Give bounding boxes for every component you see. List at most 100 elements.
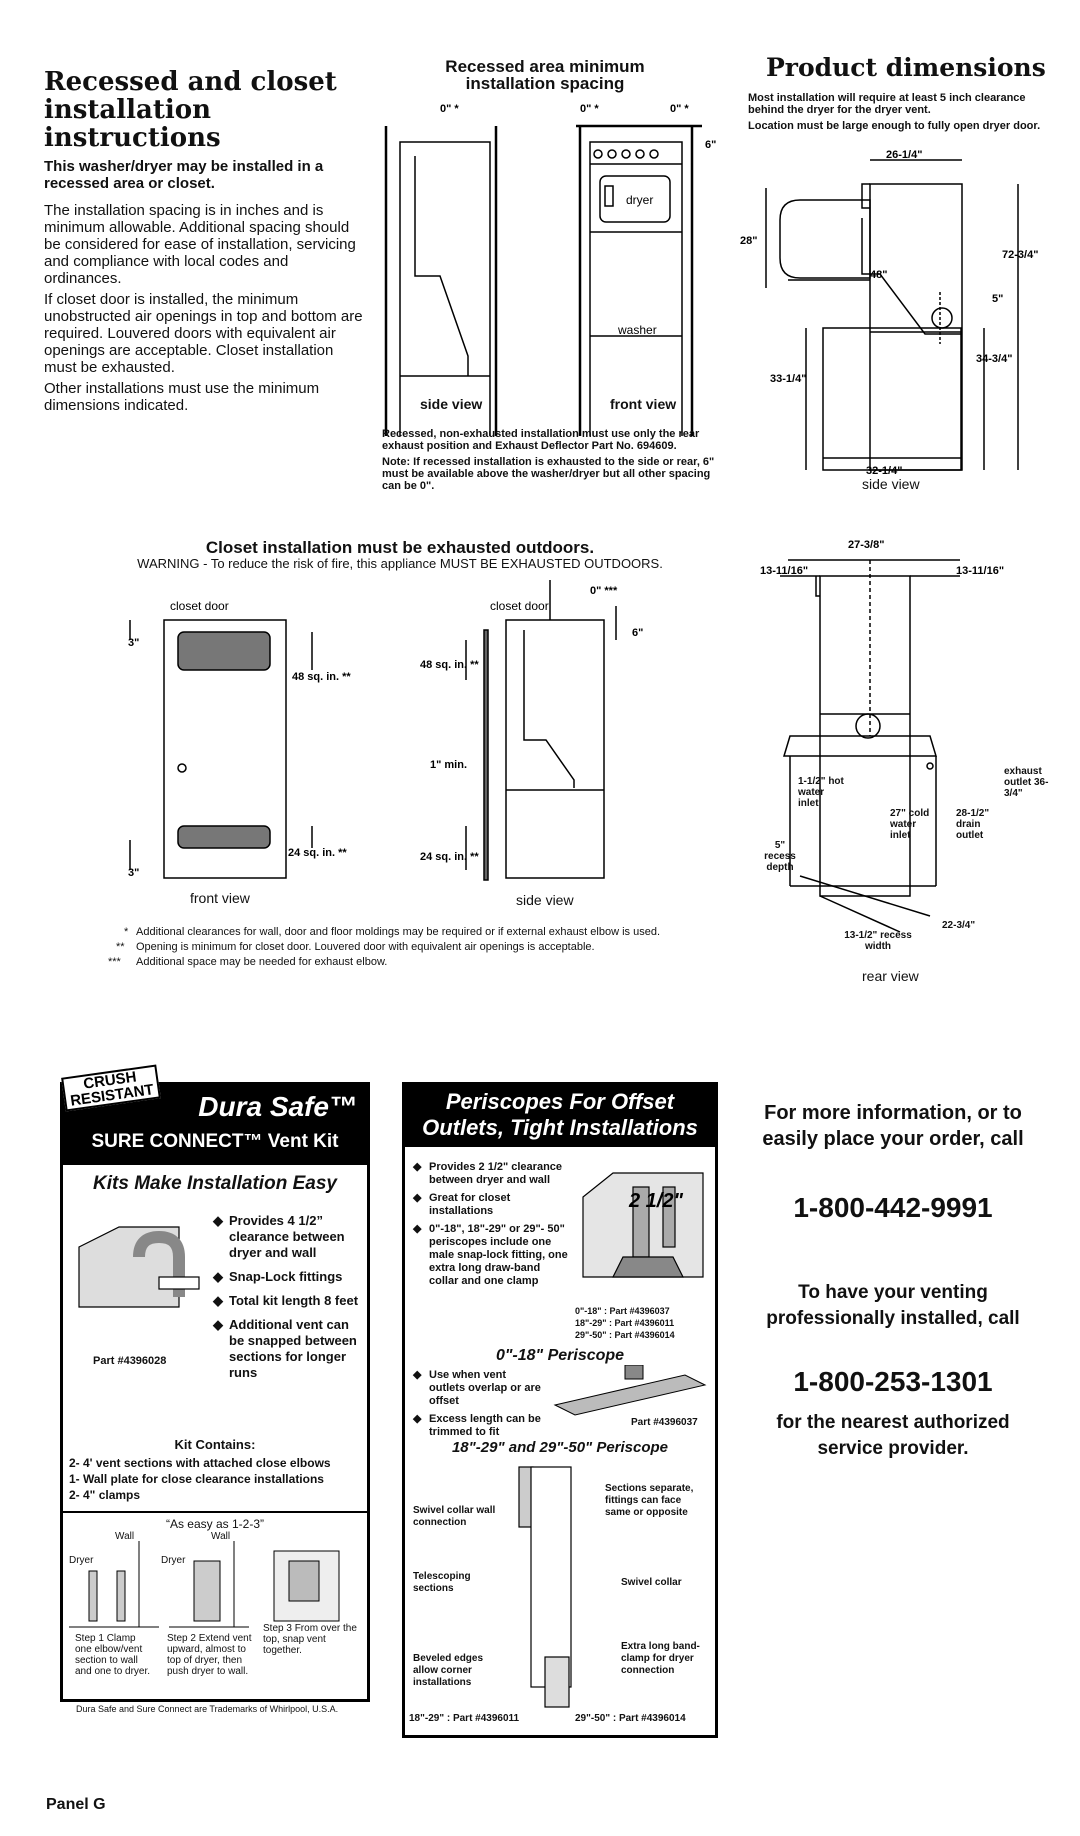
trademark-note: Dura Safe and Sure Connect are Trademark… [76, 1704, 339, 1714]
closet-dim-3-bottom: 3" [128, 867, 139, 879]
washer-label: washer [617, 323, 657, 337]
recessed-dim-0a: 0" * [440, 103, 459, 115]
recessed-diagram-title-1: Recessed area minimum [445, 57, 645, 76]
kit-item-1: 2- 4' vent sections with attached close … [69, 1456, 331, 1470]
rear-exhaust: exhaust outlet 36-3/4" [1004, 766, 1049, 799]
recessed-dim-0b: 0" * [580, 103, 599, 115]
closet-side-view-label: side view [516, 892, 574, 908]
peri-part-1: 0"-18" : Part #4396037 [575, 1306, 670, 1316]
closet-door-label-b: closet door [490, 599, 549, 613]
fn2-mark: ** [116, 941, 125, 953]
peri2-bullet-1: Use when vent outlets overlap or are off… [413, 1369, 543, 1408]
fn3-mark: *** [108, 956, 121, 968]
step-1: Step 1 Clamp one elbow/vent section to w… [75, 1633, 151, 1677]
dura-bullet-3: Total kit length 8 feet [213, 1293, 365, 1309]
rear-dim-13-left: 13-11/16" [760, 565, 808, 577]
rear-recess-depth: 5" recess depth [764, 840, 796, 873]
recessed-diagram-title: Recessed area minimum installation spaci… [420, 58, 670, 92]
closet-warning: WARNING - To reduce the risk of fire, th… [137, 556, 663, 571]
recessed-side-view-label: side view [420, 396, 483, 412]
dura-bullet-2: Snap-Lock fittings [213, 1269, 365, 1285]
contact-info: For more information, or to easily place… [762, 1102, 1024, 1150]
recessed-note2: Note: If recessed installation is exhaus… [382, 456, 715, 492]
contact-phone-1[interactable]: 1-800-442-9991 [793, 1192, 993, 1223]
callout-sections: Sections separate, fittings can face sam… [605, 1483, 694, 1518]
peri-bullet-2: Great for closet installations [413, 1192, 568, 1218]
step-dryer-2: Dryer [161, 1555, 186, 1566]
peri-bullet-1: Provides 2 1/2" clearance between dryer … [413, 1161, 568, 1187]
rear-recess-width: 13-1/2" recess width [844, 930, 912, 952]
periscope-sub1: 0"-18" Periscope [495, 1347, 625, 1364]
side-view-body [399, 141, 491, 436]
recessed-dim-6: 6" [705, 139, 716, 151]
dura-safe-illustration [78, 1226, 200, 1308]
contact-install: To have your venting professionally inst… [766, 1282, 1020, 1329]
kit-contains-title: Kit Contains: [174, 1437, 256, 1452]
periscopes-ad: Periscopes For Offset Outlets, Tight Ins… [402, 1082, 718, 1738]
rear-dim-27: 27-3/8" [848, 539, 884, 551]
callout-swivel: Swivel collar [621, 1577, 682, 1588]
kit-item-2: 1- Wall plate for close clearance instal… [69, 1472, 324, 1486]
dim-26: 26-1/4" [886, 149, 922, 161]
kit-item-3: 2- 4" clamps [69, 1488, 141, 1502]
periscope-part-037: Part #4396037 [631, 1417, 698, 1428]
closet-sq48-side: 48 sq. in. ** [420, 659, 479, 671]
peri2-bullet-2: Excess length can be trimmed to fit [413, 1413, 543, 1439]
steps-illustration [69, 1541, 340, 1628]
easy-as-123: “As easy as 1-2-3” [165, 1517, 265, 1531]
bottom-louver [177, 825, 271, 849]
closet-door-label-a: closet door [170, 599, 229, 613]
contact-nearest: for the nearest authorized service provi… [776, 1412, 1010, 1459]
step-wall-1: Wall [115, 1531, 135, 1542]
recessed-instructions: Recessed and closet installation instruc… [44, 68, 364, 414]
callout-beveled: Beveled edges allow corner installations [413, 1653, 484, 1688]
closet-door-front [163, 619, 287, 879]
dura-safe-brand: Dura Safe™ [198, 1091, 357, 1122]
step-3: Step 3 From over the top, snap vent toge… [263, 1623, 357, 1656]
periscope-bullets-2: Use when vent outlets overlap or are off… [413, 1369, 543, 1439]
periscope-long-illustration [518, 1466, 572, 1708]
periscope-foot-right: 29"-50" : Part #4396014 [575, 1713, 686, 1724]
callout-band: Extra long band-clamp for dryer connecti… [621, 1641, 700, 1676]
rear-view-diagram: 27-3/8" 13-11/16" 13-11/16" [760, 539, 1004, 933]
dura-safe-header: CRUSH RESISTANT Dura Safe™ SURE CONNECT™… [61, 1064, 367, 1165]
rear-hot-water: 1-1/2" hot water inlet [798, 776, 844, 809]
fn1-mark: * [124, 926, 129, 938]
dura-part: Part #4396028 [93, 1355, 167, 1367]
side-view-duct [414, 156, 469, 376]
kit-contains-list: 2- 4' vent sections with attached close … [69, 1455, 331, 1503]
closet-sq24-side: 24 sq. in. ** [420, 851, 479, 863]
closet-diagram: closet door closet door 3" 3" 48 sq. in.… [128, 580, 643, 881]
contact-phone-2[interactable]: 1-800-253-1301 [793, 1366, 993, 1397]
periscope-foot-left: 18"-29" : Part #4396011 [409, 1713, 520, 1724]
dim-34: 34-3/4" [976, 353, 1012, 365]
closet-sq48-front: 48 sq. in. ** [292, 671, 351, 683]
recessed-para1: The installation spacing is in inches an… [44, 202, 356, 287]
periscopes-title-2: Outlets, Tight Installations [422, 1115, 698, 1140]
rear-drain: 28-1/2" drain outlet [956, 808, 990, 841]
closet-dim-3-top: 3" [128, 637, 139, 649]
dim-32: 32-1/4" [866, 465, 902, 477]
closet-front-view-label: front view [190, 890, 250, 906]
closet-footnote-2: Opening is minimum for closet door. Louv… [136, 941, 595, 953]
dura-safe-ad: CRUSH RESISTANT Dura Safe™ SURE CONNECT™… [60, 1064, 370, 1702]
step-dryer-1: Dryer [69, 1555, 94, 1566]
periscope-parts: 0"-18" : Part #4396037 18"-29" : Part #4… [575, 1305, 675, 1341]
recessed-para2: If closet door is installed, the minimum… [44, 291, 363, 376]
recessed-diagram-title-2: installation spacing [465, 74, 625, 93]
recessed-title-line1: Recessed and closet [44, 67, 337, 97]
dura-bullet-1: Provides 4 1/2” clearance between dryer … [213, 1213, 365, 1261]
closet-footnote-1: Additional clearances for wall, door and… [136, 926, 661, 938]
closet-footnotes: * Additional clearances for wall, door an… [108, 926, 704, 968]
periscope-018-illustration [553, 1365, 707, 1416]
recessed-para3: Other installations must use the minimum… [44, 380, 320, 414]
periscopes-title-1: Periscopes For Offset [445, 1089, 675, 1114]
dura-bullet-4: Additional vent can be snapped between s… [213, 1317, 365, 1381]
recessed-front-view-label: front view [610, 396, 677, 412]
recessed-dim-0c: 0" * [670, 103, 689, 115]
rear-cold-water: 27" cold water inlet [890, 808, 930, 841]
closet-title: Closet installation must be exhausted ou… [205, 538, 595, 557]
closet-dim-6: 6" [632, 627, 643, 639]
recessed-subtitle: This washer/dryer may be installed in a … [44, 158, 324, 192]
closet-sq24-front: 24 sq. in. ** [288, 847, 347, 859]
